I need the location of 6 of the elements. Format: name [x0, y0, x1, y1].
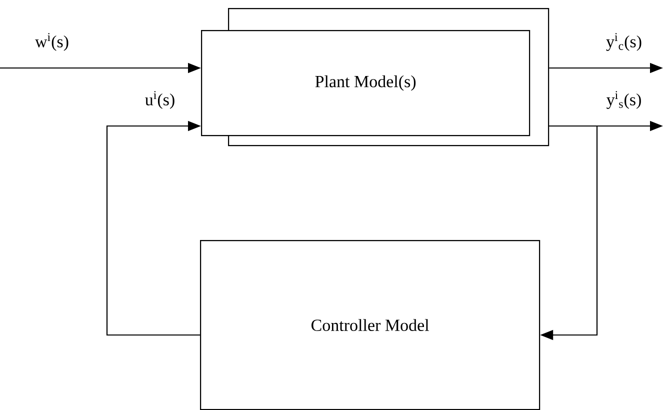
edge-label: w$^{i}$(s) — [34, 32, 70, 52]
edge-label: y$^{i}$$_{s}$(s) — [605, 90, 643, 110]
process-box: Controller Model — [200, 240, 540, 410]
process-box: Plant Model(s) — [201, 30, 530, 136]
edge-label: u$^{i}$(s) — [144, 90, 176, 110]
edge-label: y$^{i}$$_{c}$(s) — [605, 32, 644, 52]
